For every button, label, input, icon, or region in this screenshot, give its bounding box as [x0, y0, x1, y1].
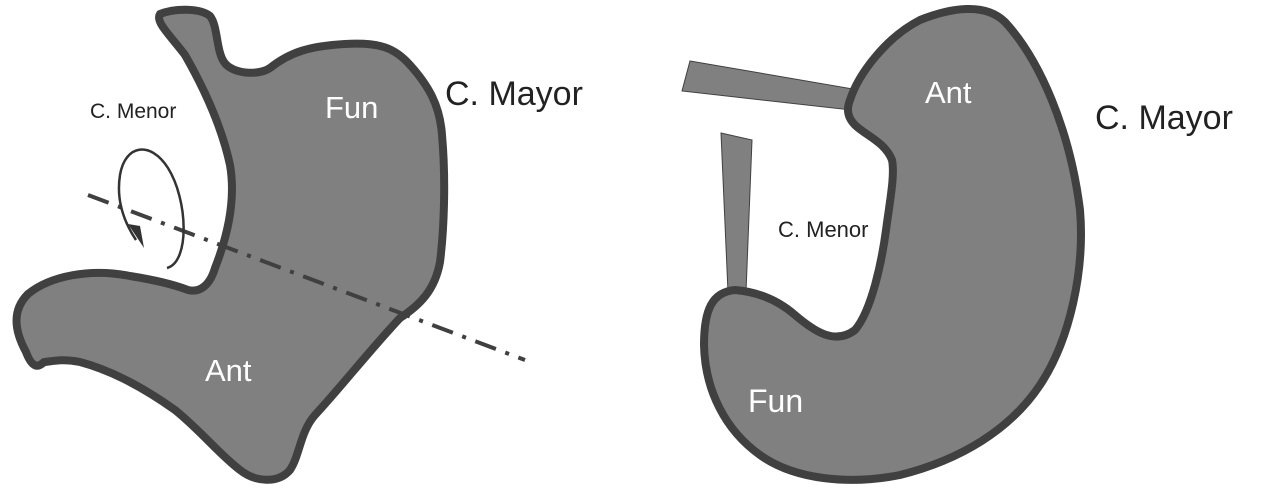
- left-stomach-shape: [12, 5, 449, 484]
- left-fundus-label: Fun: [325, 90, 378, 125]
- right-esophagus-stub: [681, 60, 854, 111]
- right-duodenum-stub: [720, 132, 753, 293]
- right-antrum-label: Ant: [925, 75, 972, 110]
- right-fundus-label: Fun: [748, 383, 803, 419]
- rotation-arrow-icon: [117, 148, 185, 270]
- right-stomach-shape: [700, 5, 1085, 484]
- right-lesser-curvature-label: C. Menor: [778, 217, 868, 242]
- left-lesser-curvature-label: C. Menor: [90, 100, 176, 123]
- left-greater-curvature-label: C. Mayor: [445, 75, 583, 113]
- rotation-axis-line: [87, 193, 526, 362]
- rotation-arrowhead-icon: [128, 224, 144, 248]
- left-antrum-label: Ant: [205, 353, 252, 388]
- right-greater-curvature-label: C. Mayor: [1095, 99, 1233, 137]
